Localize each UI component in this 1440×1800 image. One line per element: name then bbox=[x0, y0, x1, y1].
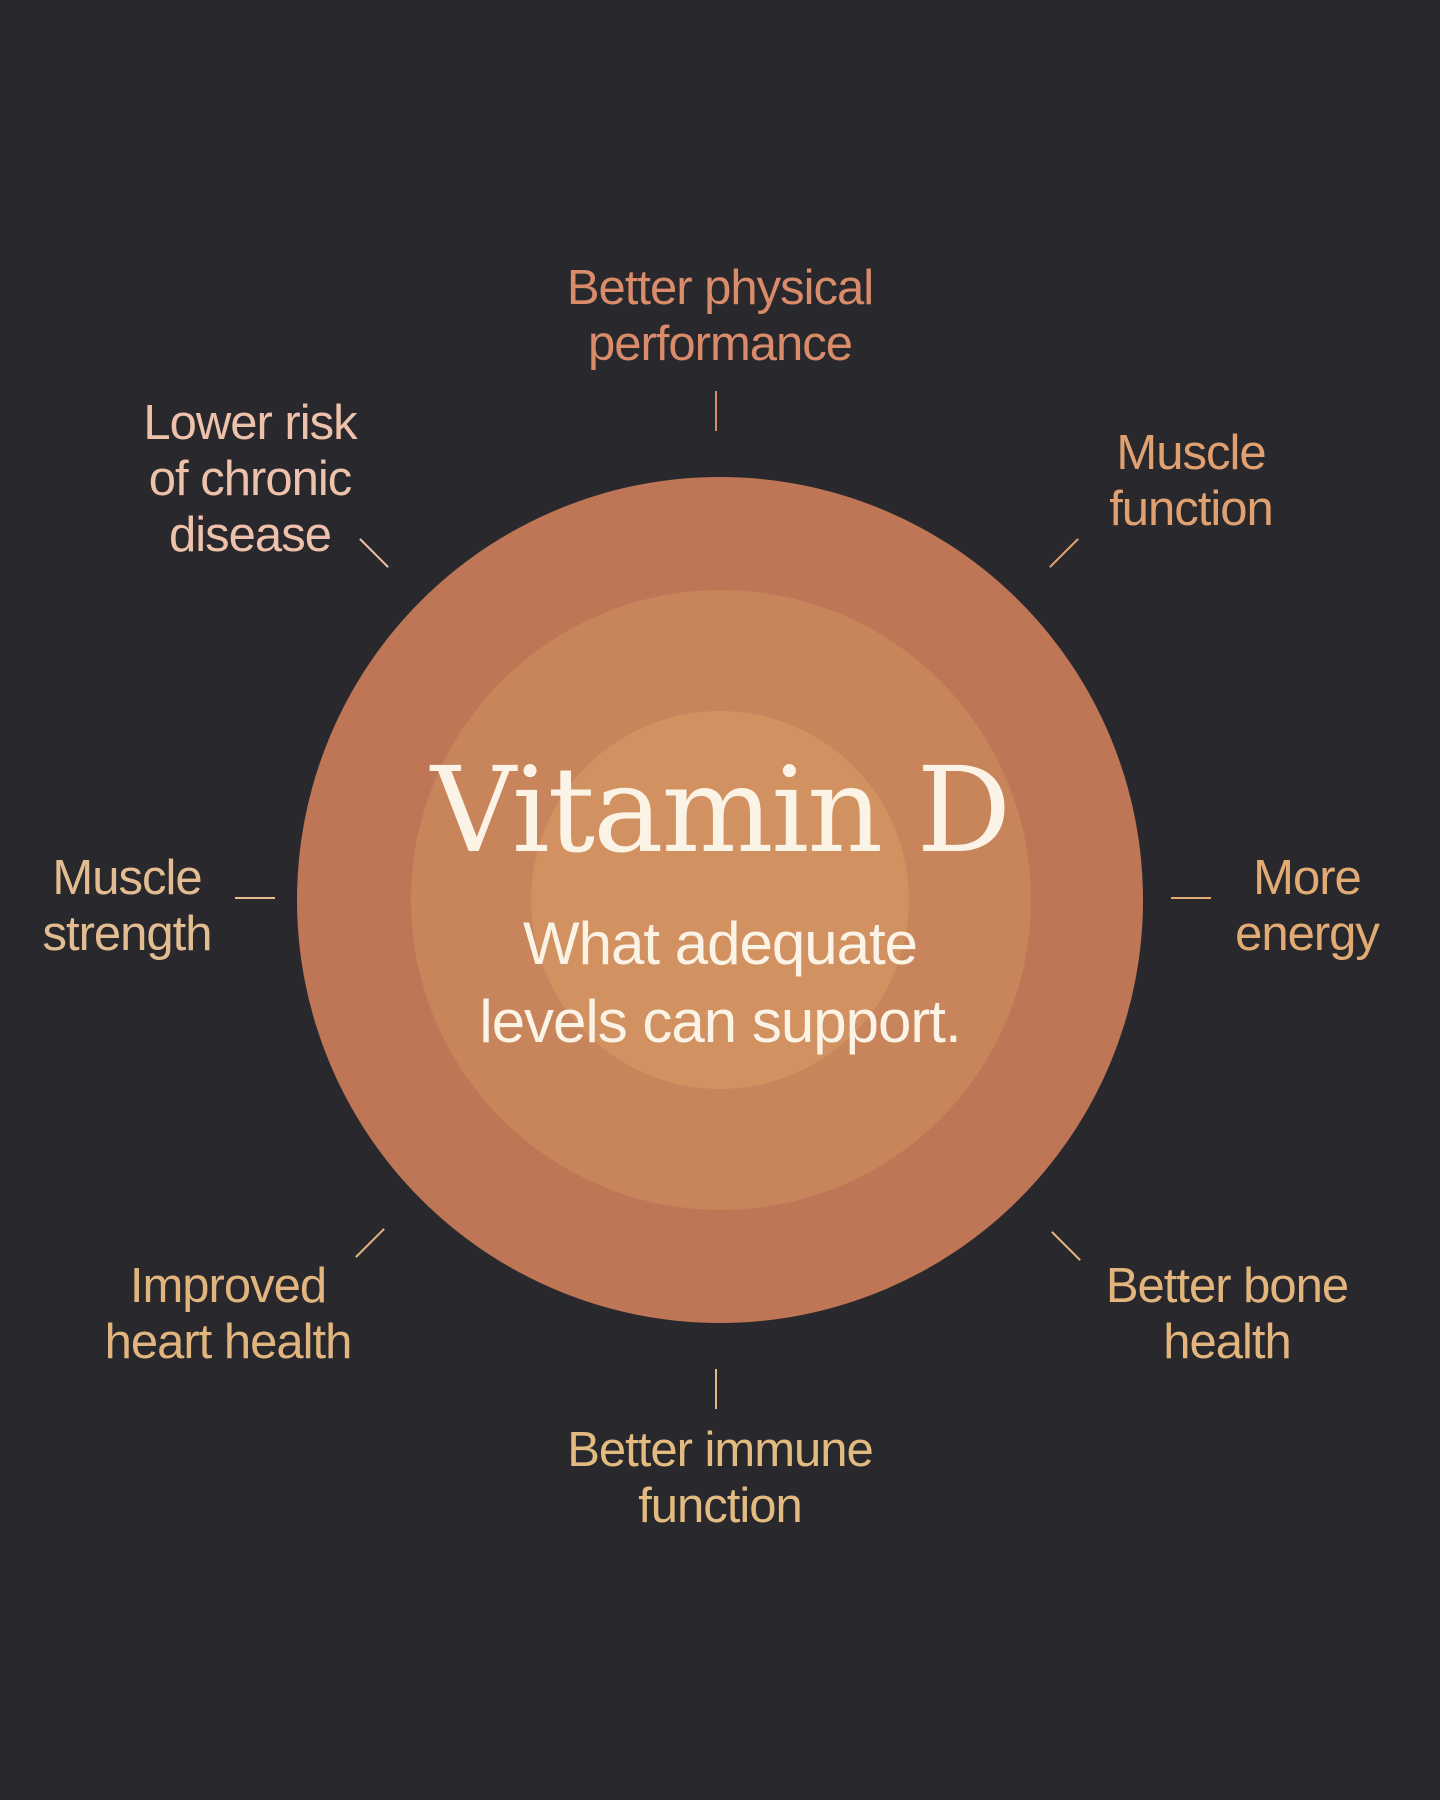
connector-tick-top bbox=[715, 391, 717, 431]
center-subtitle: What adequate levels can support. bbox=[370, 905, 1070, 1061]
benefit-line: Lower risk bbox=[143, 396, 357, 450]
inner-ring bbox=[531, 711, 909, 1089]
center-title: Vitamin D bbox=[430, 741, 1011, 879]
connector-tick-right bbox=[1171, 897, 1211, 899]
benefit-line: strength bbox=[42, 907, 212, 961]
benefit-label-muscle-strength: Muscle strength bbox=[17, 850, 237, 962]
benefit-line: energy bbox=[1235, 907, 1380, 961]
benefit-label-more-energy: More energy bbox=[1207, 850, 1407, 962]
benefit-line: Muscle bbox=[1116, 426, 1266, 480]
benefit-line: performance bbox=[587, 317, 853, 371]
subtitle-line-1: What adequate bbox=[523, 910, 918, 977]
benefit-line: heart health bbox=[104, 1315, 353, 1369]
benefit-line: Muscle bbox=[52, 851, 202, 905]
subtitle-line-2: levels can support. bbox=[479, 988, 961, 1055]
benefit-label-chronic-disease: Lower risk of chronic disease bbox=[110, 395, 390, 563]
benefit-label-physical-performance: Better physical performance bbox=[520, 260, 920, 372]
benefit-label-heart-health: Improved heart health bbox=[78, 1258, 378, 1370]
connector-tick-bottom bbox=[715, 1369, 717, 1409]
benefit-line: Better immune bbox=[567, 1423, 874, 1477]
benefit-line: Better bone bbox=[1105, 1259, 1349, 1313]
benefit-label-muscle-function: Muscle function bbox=[1051, 425, 1331, 537]
benefit-line: Better physical bbox=[566, 261, 874, 315]
benefit-line: function bbox=[638, 1479, 803, 1533]
benefit-line: function bbox=[1109, 482, 1274, 536]
benefit-label-immune-function: Better immune function bbox=[520, 1422, 920, 1534]
benefit-line: health bbox=[1163, 1315, 1292, 1369]
benefit-line: Improved bbox=[129, 1259, 327, 1313]
benefit-line: More bbox=[1253, 851, 1362, 905]
benefit-label-bone-health: Better bone health bbox=[1077, 1258, 1377, 1370]
benefit-line: of chronic bbox=[148, 452, 352, 506]
connector-tick-left bbox=[235, 897, 275, 899]
benefit-line: disease bbox=[169, 508, 332, 562]
